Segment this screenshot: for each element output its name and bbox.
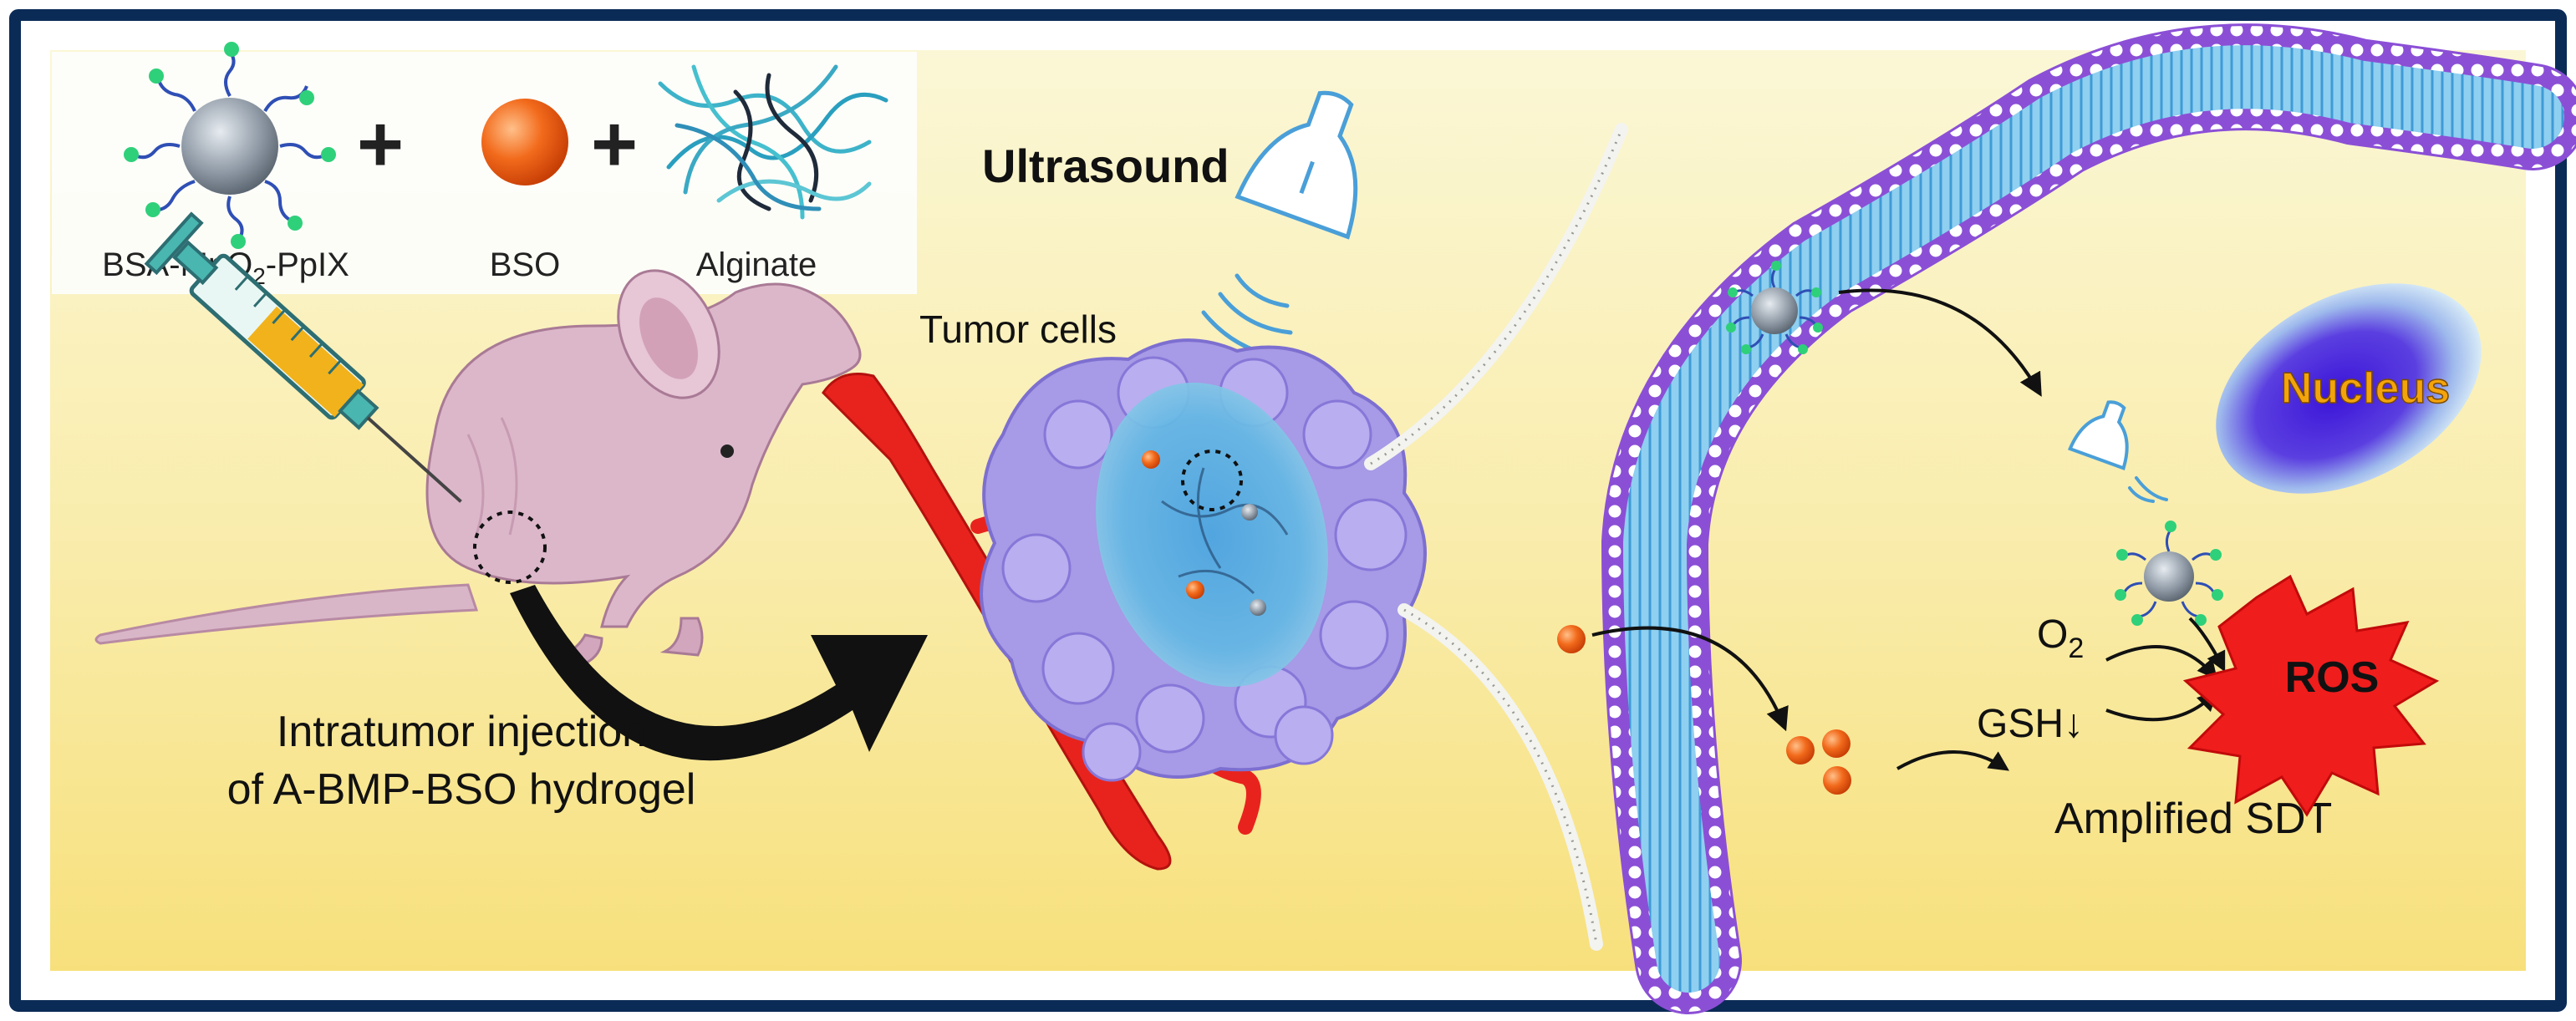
o2-label: O2 xyxy=(2037,612,2084,664)
zoom-line-bottom xyxy=(1397,603,1603,951)
bso-entry-arrow xyxy=(1591,626,1789,732)
syringe-icon xyxy=(144,211,462,503)
outer-frame xyxy=(9,9,2567,1012)
injection-label-line2: of A-BMP-BSO hydrogel xyxy=(227,765,696,814)
nanoparticle-activated-icon xyxy=(2115,521,2223,626)
injection-site-circle xyxy=(473,510,547,584)
o2-reaction-arrow xyxy=(2105,645,2218,680)
plus-sign-2: + xyxy=(591,99,638,189)
bsa-mno2-ppix-nanoparticle-icon xyxy=(124,42,336,249)
injection-label-line1: Intratumor injection xyxy=(277,708,646,756)
zoom-line-top xyxy=(1364,123,1628,470)
gsh-reaction-arrow xyxy=(2105,690,2218,722)
ultrasound-probe-small-icon xyxy=(2068,400,2129,470)
ros-burst: ROS xyxy=(2182,574,2440,817)
zoom-circle xyxy=(1181,450,1243,511)
bso-bead-icon xyxy=(481,99,568,185)
injection-arrow-icon xyxy=(510,585,928,761)
bso-particle-outside xyxy=(1557,625,1586,653)
activation-arrow xyxy=(2188,617,2226,673)
ultrasound-waves-small-icon xyxy=(2128,476,2168,503)
nucleus-label: Nucleus xyxy=(2281,364,2450,413)
alginate-label: Alginate xyxy=(696,246,817,283)
bso-particles-inside xyxy=(1786,729,1851,795)
plus-sign-1: + xyxy=(357,99,404,189)
amplified-sdt-label: Amplified SDT xyxy=(2054,795,2332,843)
tumor-cells-label: Tumor cells xyxy=(919,307,1117,351)
nanoparticle-entering-icon xyxy=(1726,261,1823,354)
gsh-depletion-arrow xyxy=(1896,750,2009,771)
nucleus: Nucleus xyxy=(2216,283,2482,494)
cell-membrane xyxy=(1601,23,2576,1014)
nanoparticle-entry-arrow xyxy=(1838,288,2042,397)
ingredients-panel: + + BSA-MnO2-PpIX BSO Alginate xyxy=(52,42,917,294)
tumor-mass xyxy=(980,338,1427,782)
ultrasound-probe-icon xyxy=(1235,90,1358,240)
bso-label: BSO xyxy=(490,246,560,283)
gsh-label: GSH↓ xyxy=(1977,702,2084,746)
nude-mouse-illustration xyxy=(94,269,862,665)
ultrasound-label: Ultrasound xyxy=(982,140,1229,192)
alginate-strands-icon xyxy=(658,64,888,220)
ros-label: ROS xyxy=(2285,653,2380,702)
